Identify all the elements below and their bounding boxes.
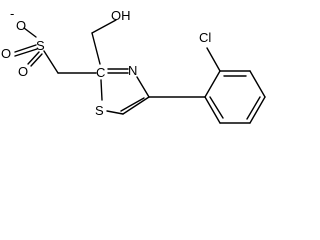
oxygen-minus-label-o: O bbox=[16, 18, 26, 33]
bond-benzene-1-2 bbox=[204, 70, 221, 98]
ring-sulfur-label: S bbox=[95, 103, 104, 118]
bond-o-minus-s bbox=[23, 27, 37, 38]
bond-benzene-3-4 bbox=[249, 70, 266, 98]
bond-c5-s-ring bbox=[106, 110, 124, 115]
bond-s-o-bottom-2 bbox=[30, 53, 43, 67]
bond-benzene-inner-b bbox=[246, 96, 261, 120]
bond-n-c4 bbox=[136, 76, 150, 98]
bond-ch2-oh bbox=[91, 19, 117, 34]
oxygen-minus-label: - bbox=[10, 6, 14, 21]
atom-label-group: - O S O O OH C N S Cl bbox=[1, 6, 211, 118]
nitrogen-label: N bbox=[128, 63, 137, 78]
oxygen-bottom-label: O bbox=[18, 64, 28, 79]
bond-c4-c5-2 bbox=[120, 97, 145, 112]
molecular-structure: - O S O O OH C N S Cl bbox=[1, 6, 266, 124]
oxygen-left-label: O bbox=[1, 46, 11, 61]
bond-c2-ch2-hydroxy bbox=[91, 32, 101, 65]
carbon-c2-label: C bbox=[96, 65, 105, 80]
sulfonyl-sulfur-label: S bbox=[36, 38, 45, 53]
bond-s-ch2 bbox=[43, 50, 59, 74]
bond-s-ring-c2 bbox=[100, 79, 103, 101]
bond-o-s-upper bbox=[14, 44, 37, 53]
bond-benzene-4-5 bbox=[249, 96, 266, 124]
bond-c4-c5-1 bbox=[122, 96, 150, 115]
bond-benzene-6-1 bbox=[204, 96, 221, 124]
bond-group bbox=[14, 19, 266, 124]
bond-o-s-lower bbox=[14, 48, 38, 57]
bond-s-o-bottom-1 bbox=[27, 51, 40, 65]
chlorine-label: Cl bbox=[199, 30, 211, 45]
bond-benzene-cl bbox=[206, 47, 221, 72]
bond-benzene-inner-c bbox=[209, 96, 224, 119]
hydroxyl-label: OH bbox=[111, 8, 131, 23]
